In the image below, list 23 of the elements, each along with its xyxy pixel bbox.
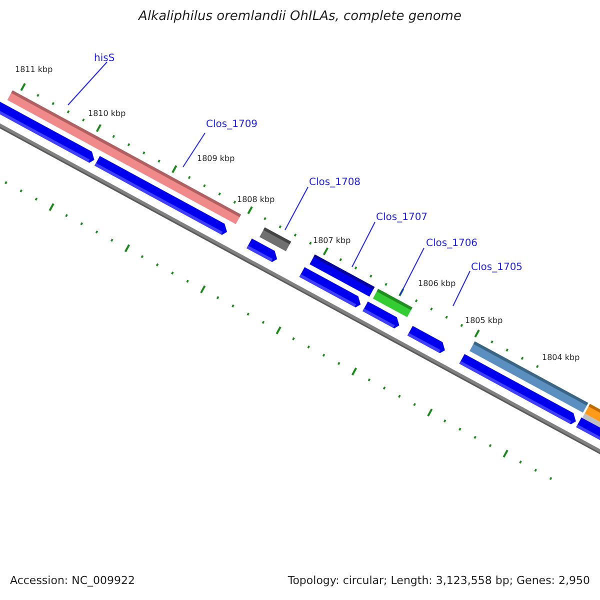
scale-label: 1805 kbp <box>465 317 503 326</box>
gene-label: Clos_1708 <box>309 177 361 188</box>
title: Alkaliphilus oremlandii OhILAs, complete genome <box>137 10 462 24</box>
accession-text: Accession: NC_009922 <box>10 575 136 588</box>
genome-summary-text: Topology: circular; Length: 3,123,558 bp; Genes: 2,950 <box>288 575 590 588</box>
gene-label: hisS <box>94 53 115 64</box>
leader-line <box>400 248 424 296</box>
scale-label: 1804 kbp <box>542 354 580 363</box>
scale-label: 1807 kbp <box>313 237 351 246</box>
scale-label: 1809 kbp <box>197 155 235 164</box>
gene-label: Clos_1705 <box>471 262 523 273</box>
scale-label: 1811 kbp <box>15 66 53 75</box>
leader-line <box>182 132 206 168</box>
scale-label: 1810 kbp <box>88 110 126 119</box>
scale-label: 1806 kbp <box>418 280 456 289</box>
gene-label: Clos_1709 <box>206 119 258 130</box>
leader-line <box>452 270 470 306</box>
leader-line <box>68 62 108 106</box>
leader-line <box>352 222 376 268</box>
gene-label: Clos_1707 <box>376 212 428 223</box>
gene-label: Clos_1706 <box>426 238 478 249</box>
leader-line <box>284 186 308 230</box>
scale-label: 1808 kbp <box>237 196 275 205</box>
